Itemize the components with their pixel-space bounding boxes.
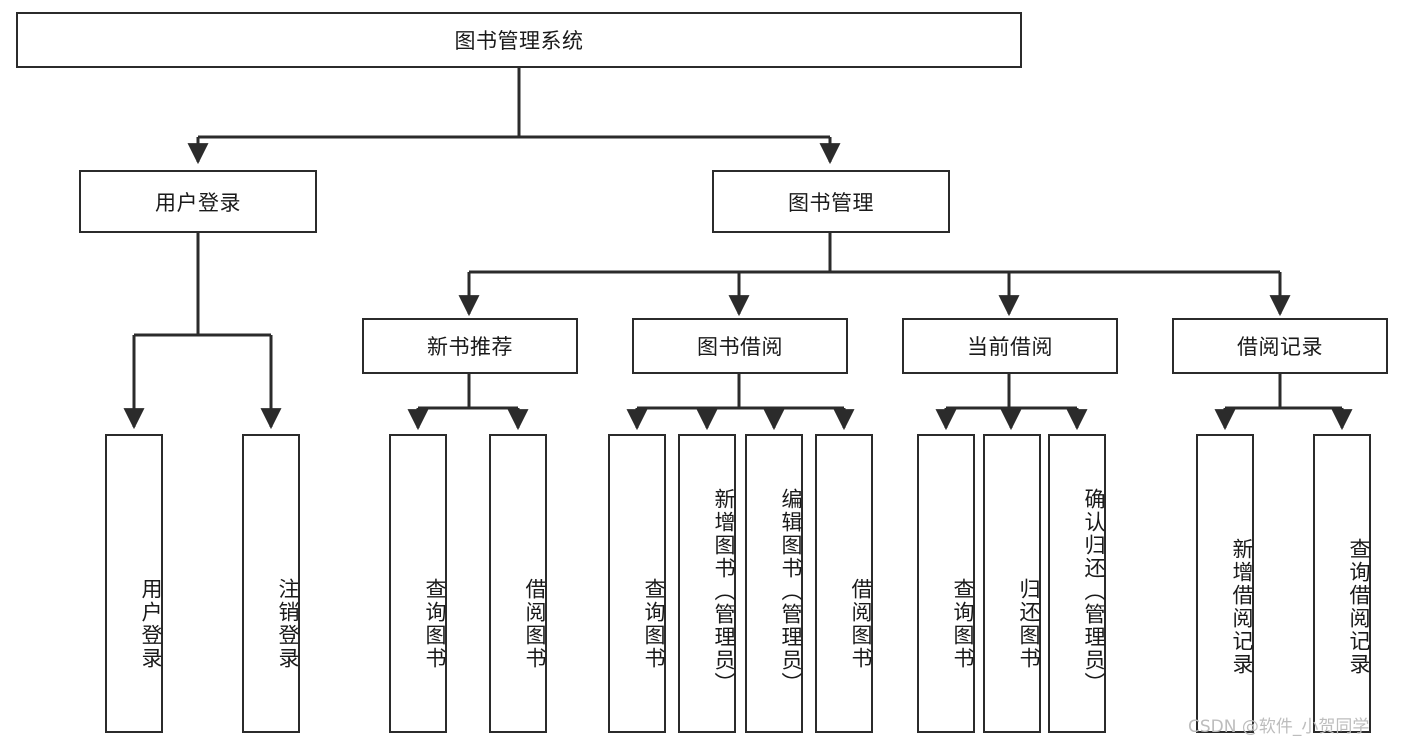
leaf-confirm-return-label: 确认归还（管理员） (1082, 488, 1106, 695)
leaf-borrow-book-1-label: 借阅图书 (523, 577, 547, 670)
leaf-query-book-1[interactable]: 查询图书 (389, 434, 447, 733)
leaf-return-book[interactable]: 归还图书 (983, 434, 1041, 733)
leaf-query-book-2-label: 查询图书 (642, 577, 666, 670)
leaf-borrow-book-2[interactable]: 借阅图书 (815, 434, 873, 733)
node-borrow-record[interactable]: 借阅记录 (1172, 318, 1388, 374)
leaf-user-login[interactable]: 用户登录 (105, 434, 163, 733)
watermark: CSDN @软件_小贺同学 (1188, 717, 1370, 737)
leaf-query-book-3[interactable]: 查询图书 (917, 434, 975, 733)
leaf-logout[interactable]: 注销登录 (242, 434, 300, 733)
node-new-book-rec-label: 新书推荐 (427, 335, 513, 359)
leaf-query-record[interactable]: 查询借阅记录 (1313, 434, 1371, 733)
leaf-add-book-label: 新增图书（管理员） (712, 488, 736, 695)
leaf-add-record-label: 新增借阅记录 (1230, 537, 1254, 676)
node-borrow-record-label: 借阅记录 (1237, 335, 1323, 359)
leaf-confirm-return[interactable]: 确认归还（管理员） (1048, 434, 1106, 733)
leaf-user-login-label: 用户登录 (139, 577, 163, 670)
node-current-borrow[interactable]: 当前借阅 (902, 318, 1118, 374)
leaf-borrow-book-1[interactable]: 借阅图书 (489, 434, 547, 733)
node-book-manage-label: 图书管理 (788, 190, 874, 215)
leaf-borrow-book-2-label: 借阅图书 (849, 577, 873, 670)
leaf-query-record-label: 查询借阅记录 (1347, 537, 1371, 676)
node-root-label: 图书管理系统 (454, 29, 584, 53)
leaf-query-book-2[interactable]: 查询图书 (608, 434, 666, 733)
leaf-logout-label: 注销登录 (276, 577, 300, 670)
node-user-login-label: 用户登录 (155, 190, 241, 215)
node-current-borrow-label: 当前借阅 (967, 335, 1053, 359)
node-book-borrow[interactable]: 图书借阅 (632, 318, 848, 374)
node-book-manage[interactable]: 图书管理 (712, 170, 950, 233)
node-new-book-rec[interactable]: 新书推荐 (362, 318, 578, 374)
node-book-borrow-label: 图书借阅 (697, 335, 783, 359)
leaf-edit-book-label: 编辑图书（管理员） (779, 488, 803, 695)
leaf-return-book-label: 归还图书 (1017, 577, 1041, 670)
leaf-add-record[interactable]: 新增借阅记录 (1196, 434, 1254, 733)
node-user-login[interactable]: 用户登录 (79, 170, 317, 233)
leaf-add-book[interactable]: 新增图书（管理员） (678, 434, 736, 733)
node-root[interactable]: 图书管理系统 (16, 12, 1022, 68)
leaf-edit-book[interactable]: 编辑图书（管理员） (745, 434, 803, 733)
leaf-query-book-3-label: 查询图书 (951, 577, 975, 670)
leaf-query-book-1-label: 查询图书 (423, 577, 447, 670)
